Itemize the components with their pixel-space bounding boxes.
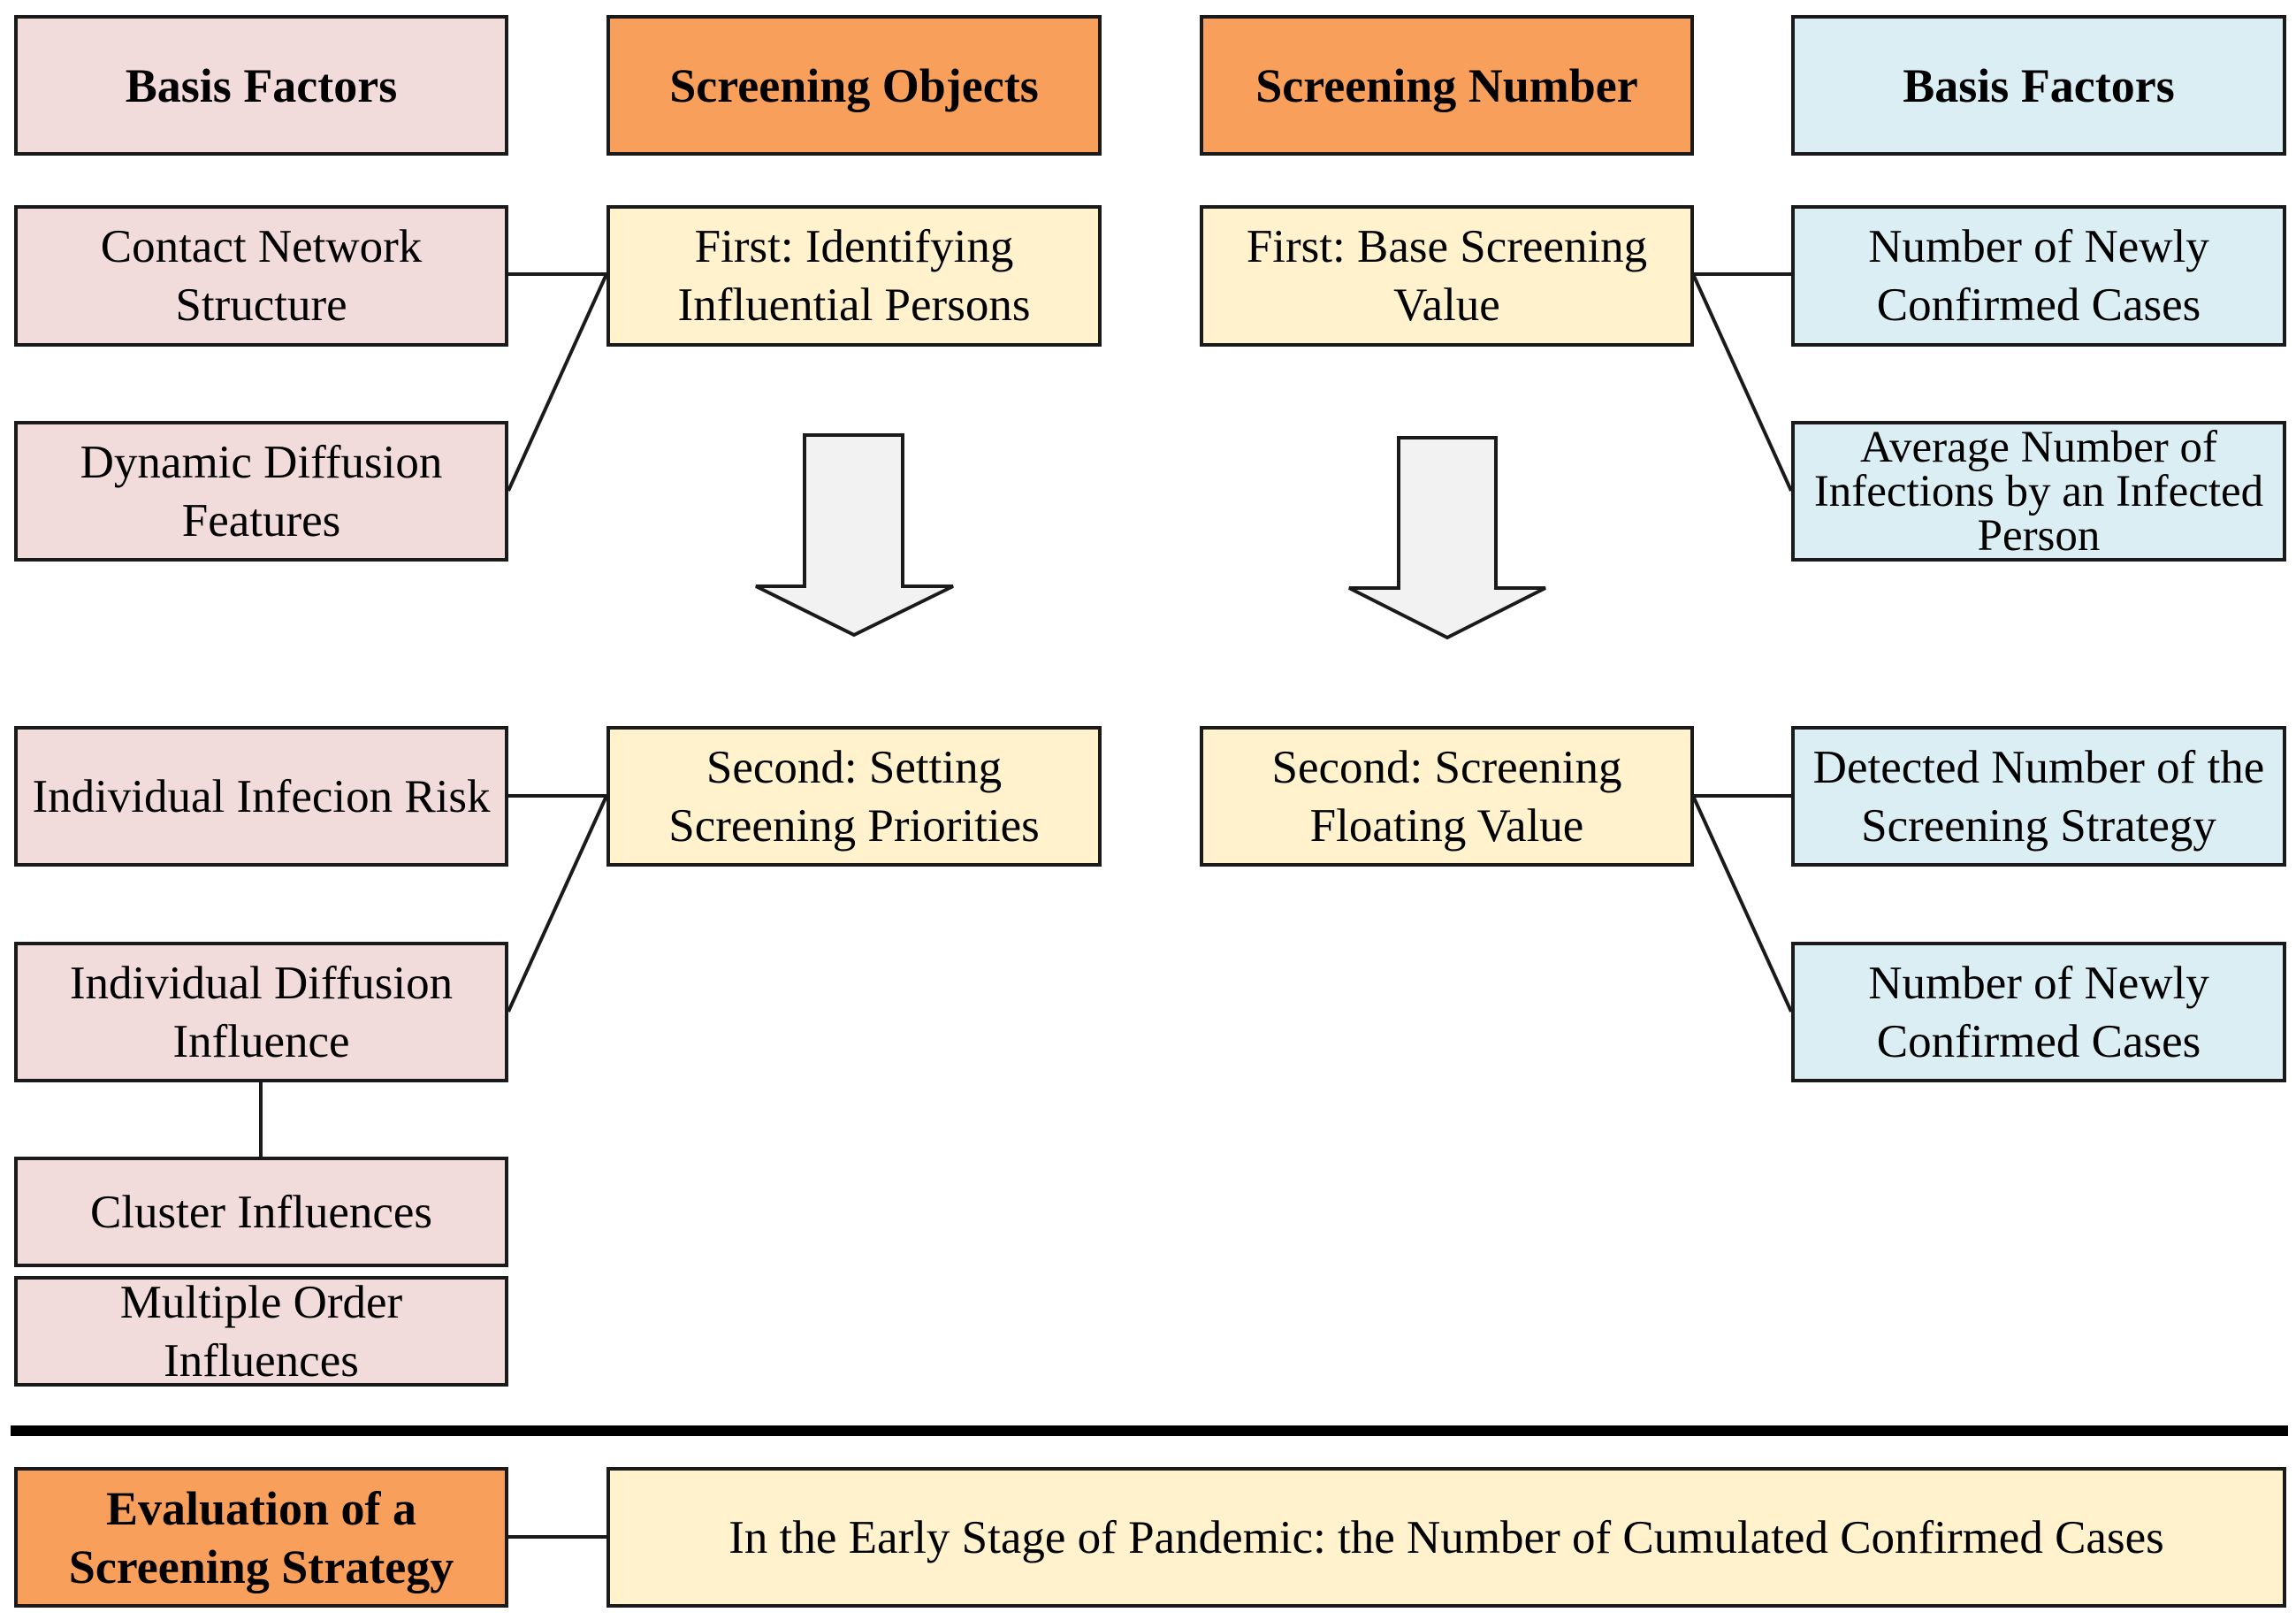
factor-dynamic-diffusion: Dynamic Diffusion Features: [14, 421, 508, 562]
factor-newly-confirmed-second: Number of Newly Confirmed Cases: [1791, 942, 2286, 1082]
factor-average-infections: Average Number of Infections by an Infec…: [1791, 421, 2286, 562]
connector-influence-to-second: [507, 795, 608, 1012]
header-right-basis-factors: Basis Factors: [1791, 15, 2286, 156]
factor-multiple-order-label: Multiple Order Influences: [119, 1276, 403, 1387]
factor-infection-risk-label: Individual Infecion Risk: [32, 770, 491, 822]
objects-step-second: Second: Setting Screening Priorities: [606, 726, 1102, 867]
objects-step-first: First: Identifying Influential Persons: [606, 205, 1102, 347]
connector-floating-to-newly: [1691, 795, 1793, 1012]
header-screening-objects: Screening Objects: [606, 15, 1102, 156]
factor-contact-network: Contact Network Structure: [14, 205, 508, 347]
factor-multiple-order: Multiple Order Influences: [14, 1276, 508, 1387]
factor-diffusion-influence-label: Individual Diffusion Influence: [69, 957, 454, 1067]
number-step-first: First: Base Screening Value: [1200, 205, 1694, 347]
connector-dynamic-to-first: [507, 273, 608, 492]
number-step-first-label: First: Base Screening Value: [1246, 221, 1648, 331]
factor-detected-number-label: Detected Number of the Screening Strateg…: [1812, 741, 2265, 852]
factor-detected-number: Detected Number of the Screening Strateg…: [1791, 726, 2286, 867]
header-right-basis-label: Basis Factors: [1903, 58, 2175, 112]
factor-contact-network-label: Contact Network Structure: [100, 221, 423, 331]
header-screening-objects-label: Screening Objects: [669, 58, 1039, 112]
objects-step-second-label: Second: Setting Screening Priorities: [668, 741, 1040, 852]
factor-newly-confirmed-second-label: Number of Newly Confirmed Cases: [1868, 957, 2209, 1067]
evaluation-label: Evaluation of a Screening Strategy: [68, 1481, 454, 1593]
header-screening-number: Screening Number: [1200, 15, 1694, 156]
down-arrow-number: [1348, 436, 1546, 640]
factor-cluster-influences: Cluster Influences: [14, 1157, 508, 1267]
number-step-second-label: Second: Screening Floating Value: [1271, 741, 1622, 852]
factor-newly-confirmed-first-label: Number of Newly Confirmed Cases: [1868, 221, 2209, 331]
header-left-basis-factors: Basis Factors: [14, 15, 508, 156]
header-left-basis-label: Basis Factors: [125, 58, 398, 112]
objects-step-first-label: First: Identifying Influential Persons: [677, 221, 1031, 331]
evaluation-criterion-box: In the Early Stage of Pandemic: the Numb…: [606, 1467, 2286, 1608]
factor-average-infections-label: Average Number of Infections by an Infec…: [1813, 422, 2264, 561]
factor-diffusion-influence: Individual Diffusion Influence: [14, 942, 508, 1082]
factor-dynamic-diffusion-label: Dynamic Diffusion Features: [80, 436, 443, 546]
number-step-second: Second: Screening Floating Value: [1200, 726, 1694, 867]
header-screening-number-label: Screening Number: [1255, 58, 1638, 112]
evaluation-label-box: Evaluation of a Screening Strategy: [14, 1467, 508, 1608]
factor-newly-confirmed-first: Number of Newly Confirmed Cases: [1791, 205, 2286, 347]
factor-infection-risk: Individual Infecion Risk: [14, 726, 508, 867]
connector-base-to-average: [1691, 273, 1793, 492]
evaluation-criterion: In the Early Stage of Pandemic: the Numb…: [728, 1511, 2164, 1563]
factor-cluster-influences-label: Cluster Influences: [89, 1186, 433, 1238]
down-arrow-objects: [755, 433, 954, 638]
